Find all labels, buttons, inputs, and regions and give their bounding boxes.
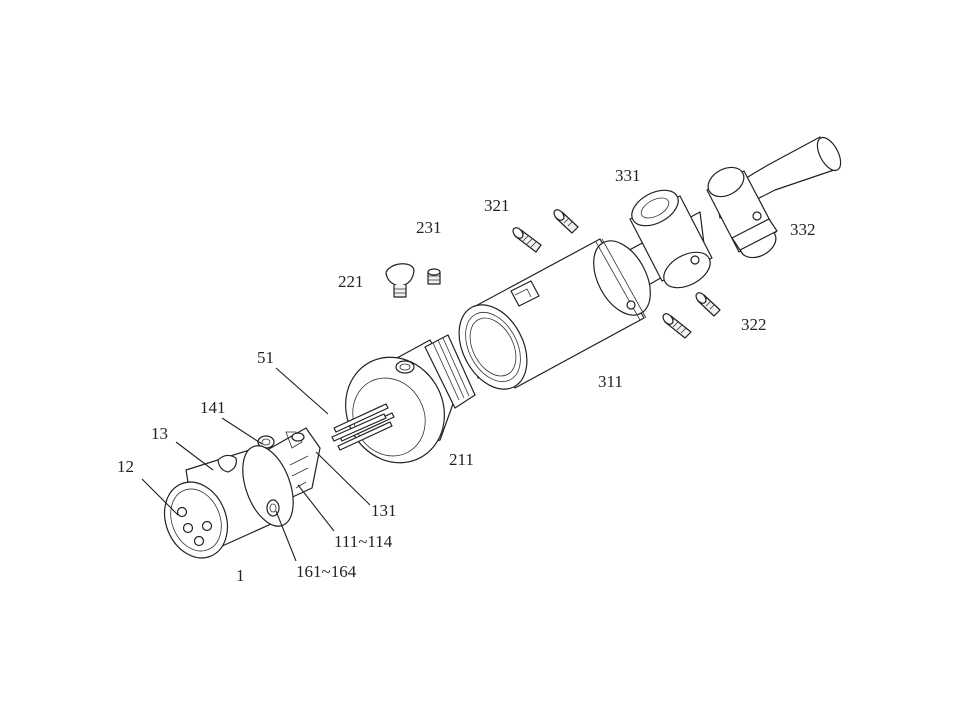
label-231: 231	[416, 218, 442, 237]
label-332: 332	[790, 220, 816, 239]
contact-pins-51	[331, 403, 395, 451]
set-screw-321-a	[512, 227, 542, 253]
label-221: 221	[338, 272, 364, 291]
screw-221	[385, 263, 415, 298]
connector-body-1	[163, 427, 321, 559]
leader-lines	[141, 367, 371, 562]
label-331: 331	[615, 166, 641, 185]
label-13: 13	[151, 424, 168, 443]
label-311: 311	[598, 372, 623, 391]
part-labels: 1 12 13 141 131 111~114 161~164 51 211 2…	[117, 166, 816, 585]
label-211: 211	[449, 450, 474, 469]
insert-211	[331, 334, 476, 464]
label-12: 12	[117, 457, 134, 476]
set-screw-322-a	[695, 292, 721, 317]
shell-311	[458, 238, 651, 390]
label-161-164: 161~164	[296, 562, 357, 581]
label-131: 131	[371, 501, 397, 520]
label-321: 321	[484, 196, 510, 215]
set-screw-321-b	[553, 209, 579, 234]
label-51: 51	[257, 348, 274, 367]
set-screw-322-b	[662, 313, 692, 339]
collar-332	[706, 166, 778, 259]
collar-331	[629, 189, 713, 289]
label-322: 322	[741, 315, 767, 334]
label-1: 1	[236, 566, 245, 585]
screw-231	[427, 268, 441, 285]
label-141: 141	[200, 398, 226, 417]
label-111-114: 111~114	[334, 532, 393, 551]
